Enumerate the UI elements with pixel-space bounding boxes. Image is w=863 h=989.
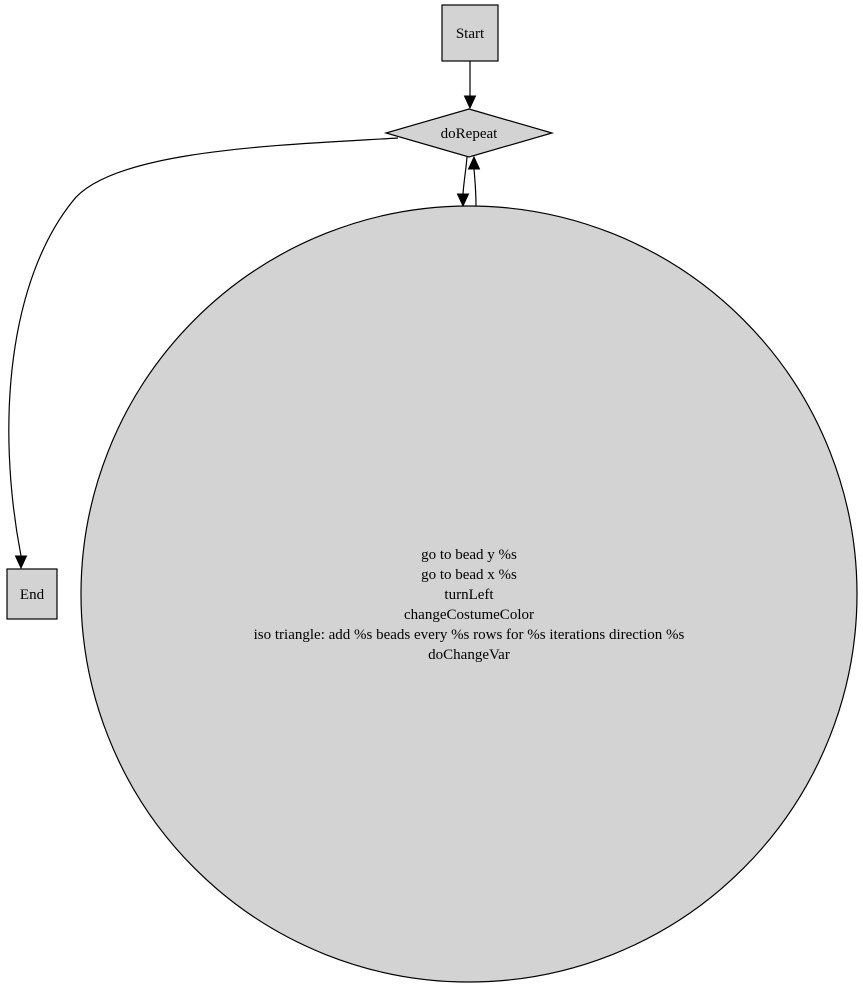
loop-body-node: go to bead y %s go to bead x %s turnLeft…	[80, 205, 858, 983]
loop-body-line: turnLeft	[444, 587, 494, 603]
loop-body-line: iso triangle: add %s beads every %s rows…	[254, 627, 685, 643]
loop-body-line: doChangeVar	[428, 647, 510, 663]
decision-node-label: doRepeat	[441, 126, 498, 142]
loop-body-line: go to bead y %s	[421, 547, 517, 563]
edge-body-to-decision	[467, 155, 481, 207]
decision-node: doRepeat	[383, 108, 555, 158]
edge-start-to-decision	[463, 61, 477, 110]
loop-body-line: go to bead x %s	[421, 567, 517, 583]
end-node-label: End	[20, 587, 45, 603]
end-node: End	[6, 568, 58, 620]
start-node-label: Start	[456, 26, 485, 42]
start-node: Start	[441, 4, 499, 62]
edge-decision-to-body	[456, 156, 470, 208]
edge-decision-to-end	[8, 137, 399, 570]
loop-body-line: changeCostumeColor	[404, 607, 534, 623]
